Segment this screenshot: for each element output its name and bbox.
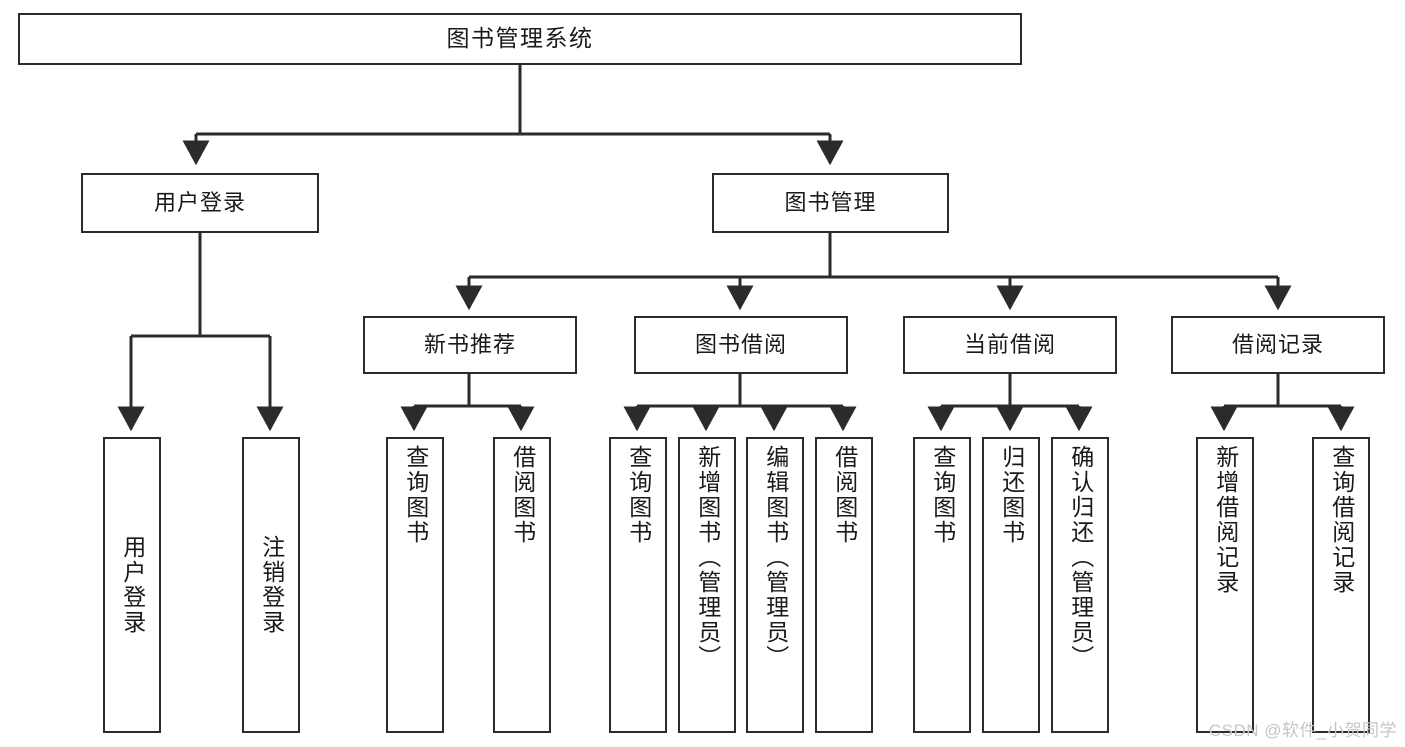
leaf-logout[interactable]: 注销登录 xyxy=(242,437,300,733)
leaf-edit-book-admin[interactable]: 编辑图书（管理员） xyxy=(746,437,804,733)
node-label: 图书管理系统 xyxy=(446,25,594,52)
node-book-management[interactable]: 图书管理 xyxy=(712,173,949,233)
node-label: 用户登录 xyxy=(119,535,146,635)
node-label: 归还图书 xyxy=(998,445,1025,545)
node-label: 新增借阅记录 xyxy=(1212,445,1239,595)
leaf-borrow-books[interactable]: 借阅图书 xyxy=(815,437,873,733)
node-label: 查询图书 xyxy=(402,445,429,545)
node-label: 编辑图书（管理员） xyxy=(762,445,789,670)
node-label: 注销登录 xyxy=(258,535,285,635)
node-label: 新增图书（管理员） xyxy=(694,445,721,670)
node-label: 图书借阅 xyxy=(694,331,787,357)
node-label: 借阅图书 xyxy=(509,445,536,545)
node-root-system[interactable]: 图书管理系统 xyxy=(18,13,1022,65)
node-current-borrowing[interactable]: 当前借阅 xyxy=(903,316,1117,374)
node-book-borrowing[interactable]: 图书借阅 xyxy=(634,316,848,374)
node-label: 查询借阅记录 xyxy=(1328,445,1355,595)
leaf-add-borrow-record[interactable]: 新增借阅记录 xyxy=(1196,437,1254,733)
watermark-text: CSDN @软件_小贺同学 xyxy=(1208,721,1397,740)
node-label: 确认归还（管理员） xyxy=(1067,445,1094,670)
node-user-login[interactable]: 用户登录 xyxy=(81,173,319,233)
leaf-query-books-borrowing[interactable]: 查询图书 xyxy=(609,437,667,733)
leaf-return-books[interactable]: 归还图书 xyxy=(982,437,1040,733)
node-label: 查询图书 xyxy=(929,445,956,545)
leaf-user-login[interactable]: 用户登录 xyxy=(103,437,161,733)
leaf-query-books-current[interactable]: 查询图书 xyxy=(913,437,971,733)
node-label: 当前借阅 xyxy=(963,331,1056,357)
node-borrow-records[interactable]: 借阅记录 xyxy=(1171,316,1385,374)
leaf-query-books-recommendation[interactable]: 查询图书 xyxy=(386,437,444,733)
node-label: 借阅图书 xyxy=(831,445,858,545)
node-label: 用户登录 xyxy=(153,189,246,215)
leaf-confirm-return-admin[interactable]: 确认归还（管理员） xyxy=(1051,437,1109,733)
node-label: 新书推荐 xyxy=(423,331,516,357)
node-label: 图书管理 xyxy=(784,189,877,215)
leaf-add-book-admin[interactable]: 新增图书（管理员） xyxy=(678,437,736,733)
node-label: 查询图书 xyxy=(625,445,652,545)
node-label: 借阅记录 xyxy=(1231,331,1324,357)
leaf-borrow-books-recommendation[interactable]: 借阅图书 xyxy=(493,437,551,733)
node-new-book-recommendation[interactable]: 新书推荐 xyxy=(363,316,577,374)
leaf-query-borrow-record[interactable]: 查询借阅记录 xyxy=(1312,437,1370,733)
